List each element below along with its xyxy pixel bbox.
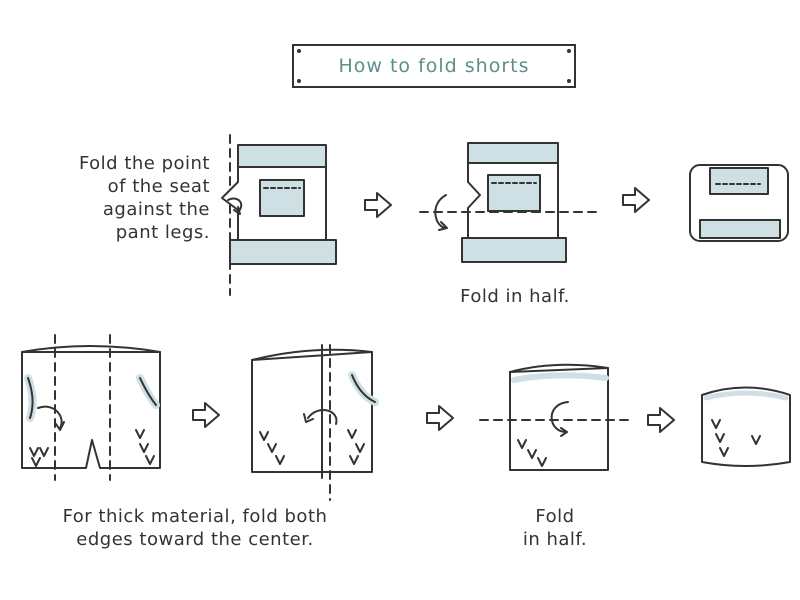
caption-step-1: Fold the point of the seat against the p… bbox=[78, 153, 210, 243]
caption-step-4: Fold in half. bbox=[522, 506, 588, 550]
shorts-icon-step1 bbox=[221, 134, 337, 296]
shorts-icon-step6 bbox=[479, 363, 631, 471]
shorts-icon-step3 bbox=[689, 164, 789, 242]
arrow-right-icon bbox=[426, 405, 454, 431]
title-frame: How to fold shorts bbox=[292, 44, 576, 88]
caption-step-2: Fold in half. bbox=[460, 286, 570, 307]
caption-step-3: For thick material, fold both edges towa… bbox=[62, 506, 328, 550]
shorts-icon-step2 bbox=[419, 142, 601, 263]
shorts-icon-step5 bbox=[251, 344, 379, 501]
shorts-icon-step4 bbox=[21, 334, 161, 481]
shorts-icon-step7 bbox=[701, 386, 791, 467]
diagram-title: How to fold shorts bbox=[338, 55, 530, 77]
arrow-right-icon bbox=[647, 407, 675, 433]
arrow-right-icon bbox=[364, 192, 392, 218]
arrow-right-icon bbox=[622, 187, 650, 213]
arrow-right-icon bbox=[192, 402, 220, 428]
